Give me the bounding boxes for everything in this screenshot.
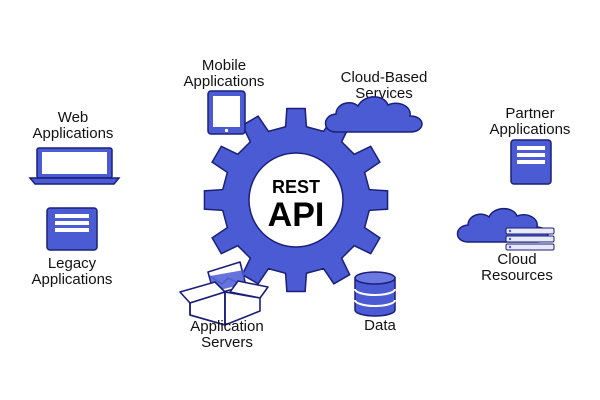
hub-title-line2: API bbox=[268, 196, 325, 234]
server-rack-icon bbox=[505, 227, 555, 251]
app-servers-label-line2: Servers bbox=[201, 334, 253, 351]
node-partner-applications: Partner Applications bbox=[490, 105, 571, 185]
cloud-servers-icon bbox=[456, 207, 555, 251]
cloud-resources-label-line1: Cloud bbox=[497, 251, 536, 268]
node-data: Data bbox=[354, 271, 396, 334]
partner-label-line1: Partner bbox=[505, 105, 554, 122]
data-label: Data bbox=[364, 317, 396, 334]
cloud-icon bbox=[324, 96, 423, 133]
server-icon bbox=[46, 207, 98, 251]
node-legacy-applications: Legacy Applications bbox=[32, 207, 113, 288]
rest-api-hub: REST API bbox=[203, 107, 389, 293]
node-cloud-resources: Cloud Resources bbox=[456, 207, 555, 284]
mobile-label-line2: Applications bbox=[184, 73, 265, 90]
node-mobile-applications: Mobile Applications bbox=[184, 57, 265, 135]
web-label-line2: Applications bbox=[33, 125, 114, 142]
node-cloud-based-services: Cloud-Based Services bbox=[324, 69, 428, 133]
cloud-resources-label-line2: Resources bbox=[481, 267, 553, 284]
cloud-services-label-line1: Cloud-Based bbox=[341, 69, 428, 86]
box-icon bbox=[179, 261, 269, 326]
hub-title-line1: REST bbox=[272, 177, 320, 197]
partner-label-line2: Applications bbox=[490, 121, 571, 138]
tablet-icon bbox=[207, 90, 246, 135]
mobile-label-line1: Mobile bbox=[202, 57, 246, 74]
hub-center-circle bbox=[248, 152, 344, 248]
legacy-label-line2: Applications bbox=[32, 271, 113, 288]
database-icon bbox=[354, 271, 396, 317]
server-icon bbox=[510, 139, 552, 185]
web-label-line1: Web bbox=[58, 109, 89, 126]
laptop-icon bbox=[28, 147, 121, 185]
app-servers-label-line1: Application bbox=[190, 318, 263, 335]
node-application-servers: Application Servers bbox=[179, 261, 269, 351]
legacy-label-line1: Legacy bbox=[48, 255, 97, 272]
node-web-applications: Web Applications bbox=[28, 109, 121, 185]
